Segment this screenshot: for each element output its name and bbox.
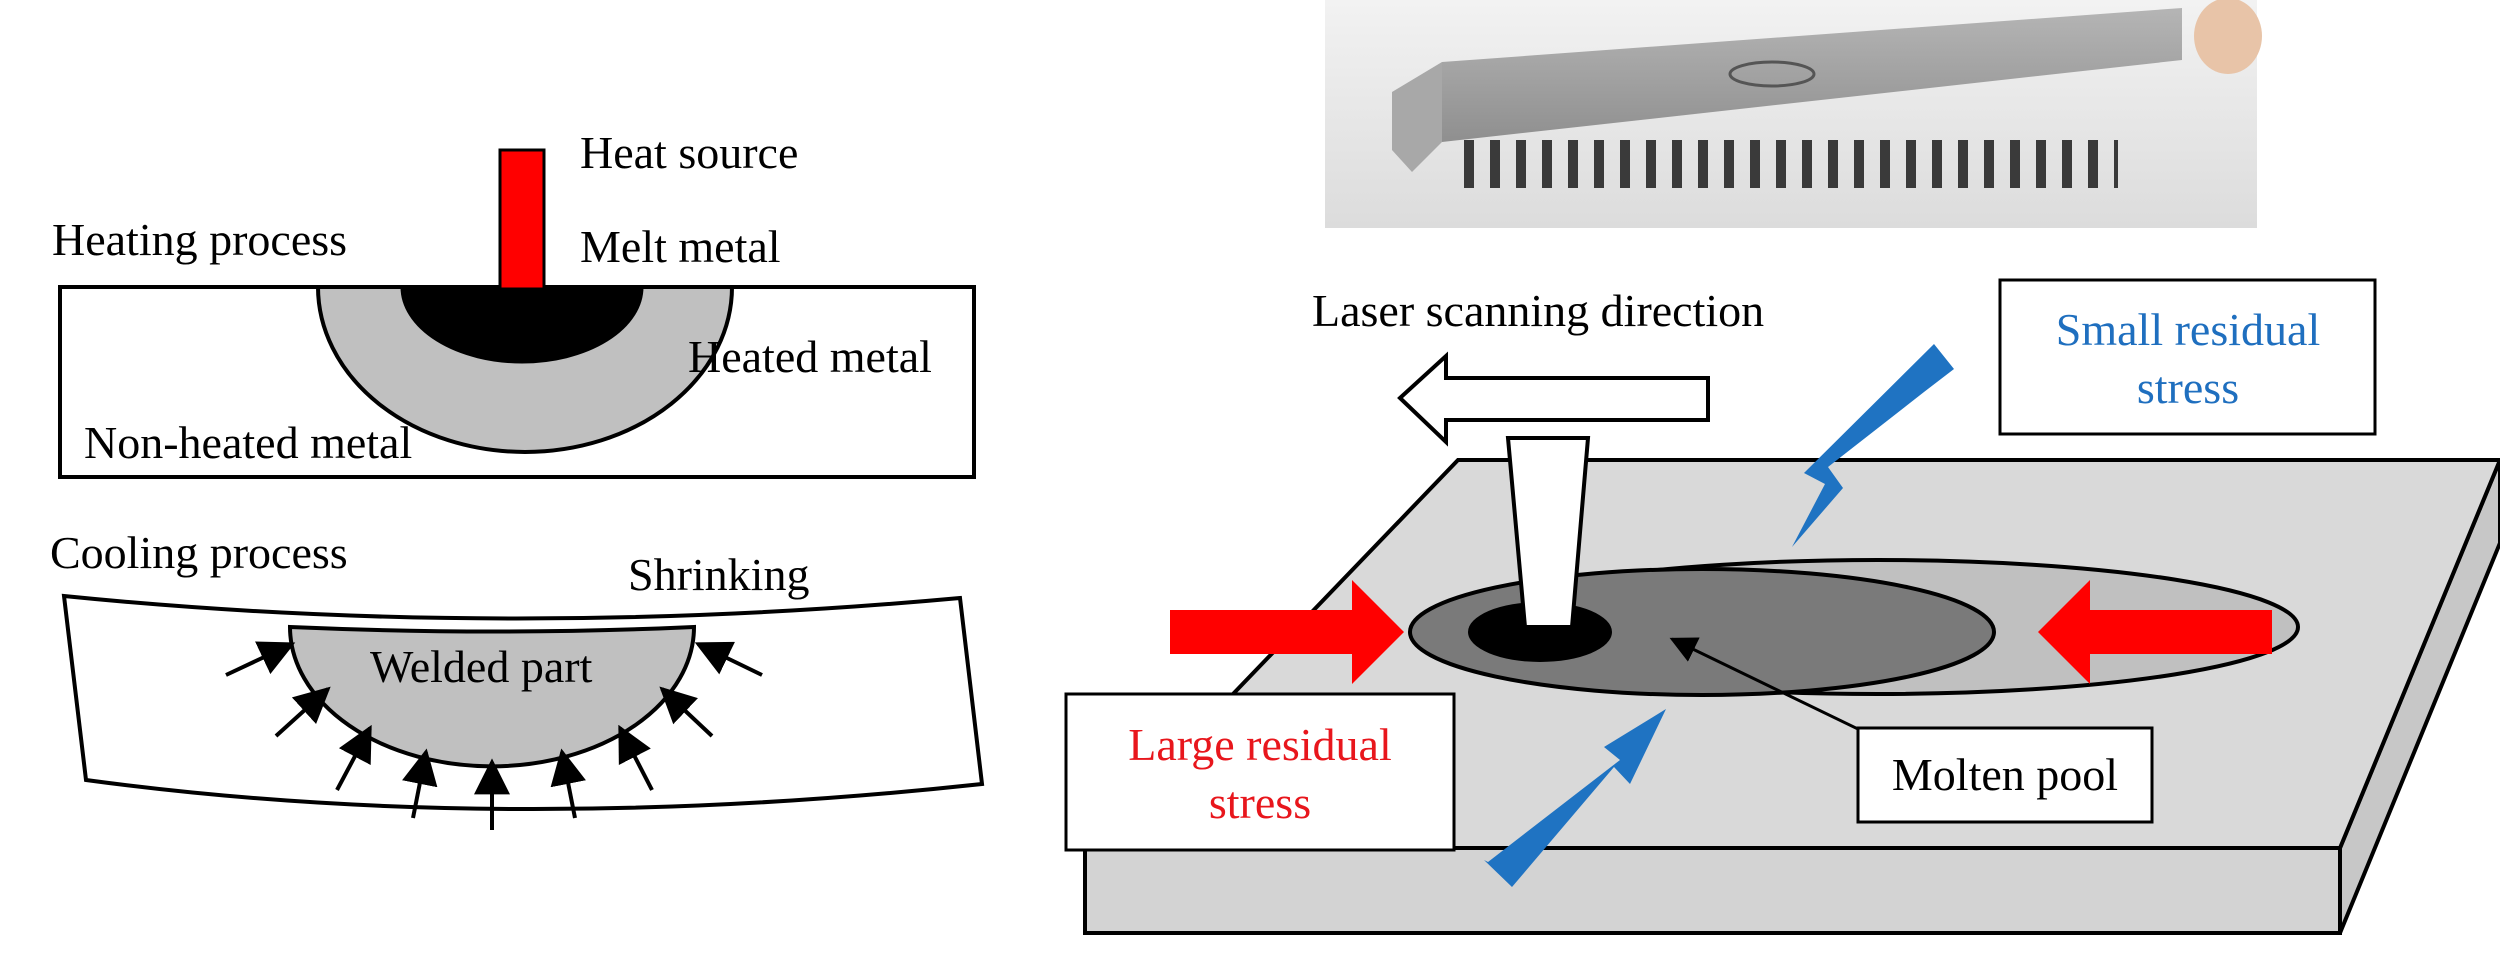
shrink-arrow-icon <box>274 686 331 738</box>
cooling-process-panel: Cooling process Shrinking Welded part <box>50 527 985 830</box>
shrink-arrow-icon <box>694 641 763 677</box>
shrink-arrow-icon <box>618 724 654 791</box>
large-stress-label-box <box>1064 692 1456 852</box>
large-stress-label-line2: stress <box>1209 777 1311 828</box>
welded-part-zone <box>287 624 697 769</box>
large-stress-arrow-left-icon <box>1170 580 1404 684</box>
finger-icon <box>2194 0 2262 74</box>
cooling-process-title: Cooling process <box>50 527 348 578</box>
part-end-face <box>1392 62 1442 172</box>
heat-source-icon <box>498 148 546 291</box>
shrink-arrow-icon <box>225 641 296 677</box>
shrinking-arrows <box>225 641 763 830</box>
small-stress-label-line1: Small residual <box>2056 304 2320 355</box>
melt-metal-zone <box>400 285 644 364</box>
large-stress-label-line1: Large residual <box>1128 719 1392 770</box>
melt-metal-label: Melt metal <box>580 221 781 272</box>
scan-direction-label: Laser scanning direction <box>1312 285 1764 336</box>
shrink-arrow-icon <box>402 748 438 819</box>
heated-metal-label: Heated metal <box>688 331 932 382</box>
molten-pool-label-box <box>1856 726 2154 824</box>
small-stress-arrow-top-icon <box>1792 344 1954 547</box>
shrink-arrow-icon <box>659 686 714 738</box>
small-stress-label-box <box>1998 278 2377 436</box>
part-logo-icon <box>1728 60 1816 88</box>
shrinking-label: Shrinking <box>628 549 809 600</box>
plate-front-face <box>1083 846 2342 935</box>
molten-pool-label: Molten pool <box>1892 749 2118 800</box>
small-stress-label-line2: stress <box>2137 362 2239 413</box>
small-stress-arrow-bottom-icon <box>1484 709 1666 887</box>
large-stress-arrow-right-icon <box>2038 580 2272 684</box>
heat-source-label: Heat source <box>580 127 798 178</box>
scan-direction-arrow-icon <box>1397 351 1710 447</box>
heating-process-panel: Heating process Heat source Melt metal H… <box>52 127 976 479</box>
laser-scanning-panel: Laser scanning direction Small residual … <box>1064 278 2500 935</box>
shrink-arrow-icon <box>335 724 372 791</box>
laser-nozzle-icon <box>1505 436 1591 629</box>
part-rib-teeth <box>1458 140 2118 188</box>
part-body <box>1442 8 2182 142</box>
welded-part-label: Welded part <box>370 641 593 692</box>
laser-spot <box>1468 602 1612 662</box>
heating-process-title: Heating process <box>52 214 347 265</box>
printed-part-photo <box>1325 0 2262 228</box>
shrink-arrow-icon <box>550 748 586 819</box>
non-heated-metal-label: Non-heated metal <box>84 417 412 468</box>
